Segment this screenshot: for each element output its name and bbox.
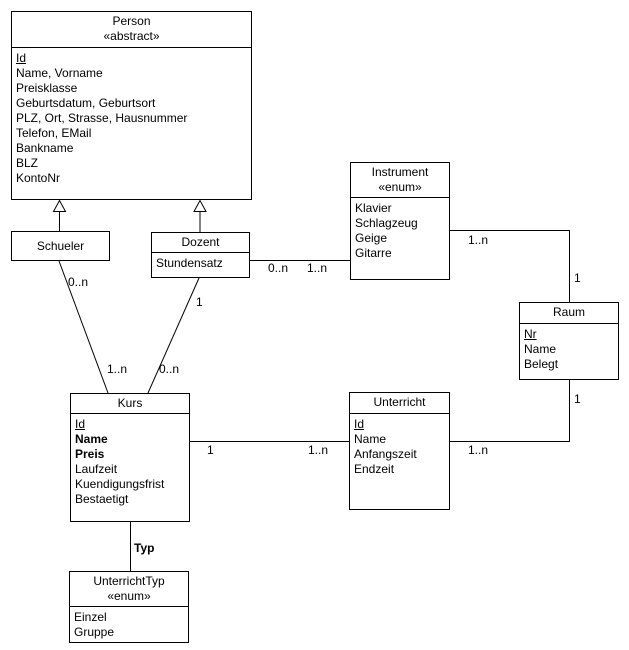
attribute-row: Name: [524, 342, 557, 356]
generalization-triangle-icon: [193, 199, 207, 212]
attribute-row: Geige: [355, 231, 388, 245]
class-unterrichttyp: UnterrichtTyp «enum» Einzel Gruppe: [69, 571, 189, 643]
class-schueler: Schueler: [11, 231, 110, 261]
generalization-triangle-icon: [52, 199, 67, 212]
class-schueler-name: Schueler: [36, 238, 85, 253]
attribute-row: Kuendigungsfrist: [75, 477, 165, 491]
attribute-row: KontoNr: [16, 171, 61, 185]
class-unterricht-name: Unterricht: [373, 395, 426, 409]
class-instrument-name: Instrument: [371, 165, 429, 179]
multiplicity-unterricht-raum-source: 1..n: [468, 443, 489, 457]
attribute-row: Endzeit: [354, 462, 395, 476]
attribute-row: Schlagzeug: [355, 216, 418, 230]
multiplicity-schueler-kurs-source: 0..n: [68, 275, 89, 289]
attribute-row: Name: [354, 432, 387, 446]
attribute-row: Laufzeit: [75, 462, 118, 476]
attribute-row: PLZ, Ort, Strasse, Hausnummer: [16, 111, 188, 125]
attribute-row: Geburtsdatum, Geburtsort: [16, 96, 156, 110]
attribute-row: Belegt: [524, 357, 559, 371]
class-raum-name: Raum: [552, 305, 585, 319]
multiplicity-dozent-instrument-source: 0..n: [268, 261, 289, 275]
attribute-row: Einzel: [74, 610, 107, 624]
class-dozent: Dozent Stundensatz: [151, 232, 250, 278]
multiplicity-dozent-kurs-source: 1: [196, 295, 203, 309]
edge-unterricht-raum-association: [450, 380, 570, 442]
attribute-row: Stundensatz: [156, 256, 223, 270]
class-person: Person «abstract» Id Name, Vorname Preis…: [11, 11, 252, 200]
attribute-row: Id: [354, 417, 365, 431]
attribute-row: Gruppe: [74, 625, 115, 639]
class-person-stereotype: «abstract»: [103, 29, 160, 43]
attribute-row: Name, Vorname: [16, 66, 103, 80]
class-unterricht: Unterricht Id Name Anfangszeit Endzeit: [349, 392, 450, 510]
class-unterrichttyp-stereotype: «enum»: [107, 589, 151, 603]
attribute-row: Preis: [75, 447, 105, 461]
class-unterrichttyp-name: UnterrichtTyp: [93, 574, 165, 588]
class-person-name: Person: [112, 14, 151, 28]
attribute-row: Name: [75, 432, 108, 446]
attribute-row: Anfangszeit: [354, 447, 417, 461]
multiplicity-dozent-kurs-target: 0..n: [159, 362, 180, 376]
multiplicity-schueler-kurs-target: 1..n: [107, 362, 128, 376]
class-kurs: Kurs Id Name Preis Laufzeit Kuendigungsf…: [70, 393, 190, 522]
attribute-row: Id: [75, 417, 86, 431]
multiplicity-instrument-raum-source: 1..n: [468, 233, 489, 247]
edge-instrument-raum-association: [450, 230, 570, 302]
edge-schueler-person-generalization: [52, 199, 67, 231]
class-kurs-name: Kurs: [117, 396, 143, 410]
edge-schueler-kurs-association: [58, 260, 109, 394]
attribute-row: BLZ: [16, 156, 39, 170]
attribute-row: Klavier: [355, 201, 392, 215]
attribute-row: Telefon, EMail: [16, 126, 92, 140]
multiplicity-kurs-unterricht-target: 1..n: [308, 443, 329, 457]
attribute-row: Gitarre: [355, 246, 392, 260]
multiplicity-dozent-instrument-target: 1..n: [307, 261, 328, 275]
multiplicity-unterricht-raum-target: 1: [574, 392, 581, 406]
class-dozent-name: Dozent: [181, 235, 220, 249]
association-name-typ: Typ: [134, 541, 155, 555]
attribute-row: Id: [16, 51, 27, 65]
attribute-row: Nr: [524, 327, 537, 341]
edge-dozent-person-generalization: [193, 199, 207, 232]
class-instrument-stereotype: «enum»: [378, 180, 422, 194]
attribute-row: Bestaetigt: [75, 492, 129, 506]
multiplicity-instrument-raum-target: 1: [574, 271, 581, 285]
attribute-row: Bankname: [16, 141, 74, 155]
class-instrument: Instrument «enum» Klavier Schlagzeug Gei…: [350, 162, 450, 280]
multiplicity-kurs-unterricht-source: 1: [207, 443, 214, 457]
class-raum: Raum Nr Name Belegt: [519, 302, 619, 380]
attribute-row: Preisklasse: [16, 81, 78, 95]
edge-dozent-kurs-association: [147, 277, 200, 394]
